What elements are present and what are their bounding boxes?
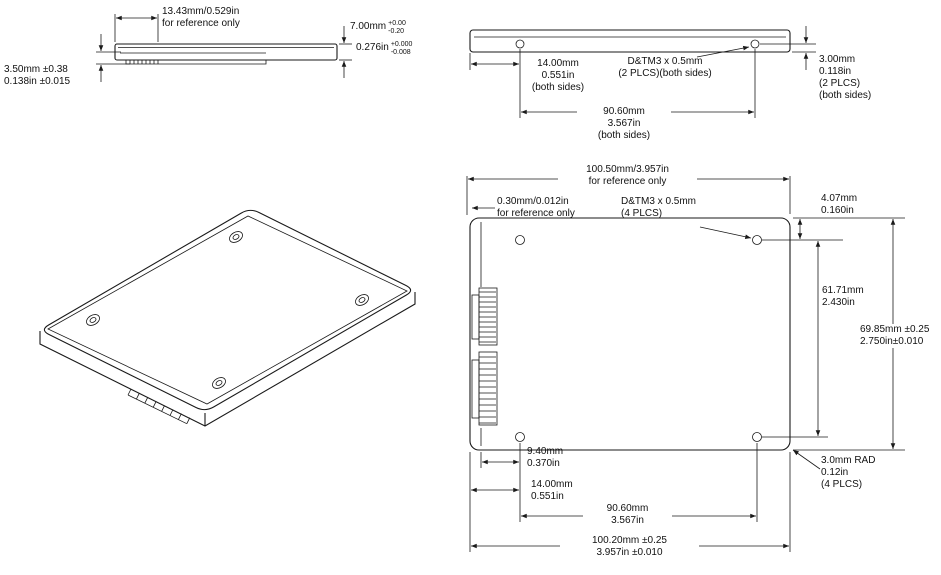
screw-hole	[750, 39, 760, 49]
plan-view-drawing	[466, 176, 905, 552]
dim-plan-hole-end-offset: 14.00mm 0.551in	[531, 479, 573, 502]
sata-connector-iso	[127, 388, 191, 425]
screw-head	[229, 231, 243, 243]
plan-thread-spec: D&TM3 x 0.5mm (4 PLCS)	[621, 196, 697, 219]
screw-hole	[515, 235, 525, 245]
dim-plan-hole-top-offset: 4.07mm 0.160in	[821, 193, 858, 216]
dim-height-mm: 7.00mm +0.00 -0.20	[350, 20, 406, 35]
dim-height-mm-value: 7.00mm	[350, 21, 387, 32]
dim-plan-hole-datum-offset: 9.40mm 0.370in	[527, 446, 564, 469]
side-view-drawing	[96, 14, 352, 82]
dim-edge-hole-end-offset: 14.00mm 0.551in (both sides)	[531, 58, 585, 93]
dim-pcb-assembly-height: 3.50mm ±0.38 0.138in ±0.015	[4, 64, 71, 87]
dim-plan-hole-span-vertical: 61.71mm 2.430in	[822, 285, 864, 308]
sata-connector-side	[125, 60, 267, 65]
dim-height-mm-tolerance: +0.00 -0.20	[388, 20, 406, 35]
dim-height-in: 0.276in +0.000 -0.008	[356, 41, 413, 56]
dim-plan-hole-span-horizontal: 90.60mm 3.567in	[583, 503, 672, 527]
iso-view-drawing	[39, 209, 416, 427]
tol-minus: -0.20	[388, 27, 405, 35]
dim-edge-hole-height: 3.00mm 0.118in (2 PLCS) (both sides)	[819, 54, 872, 101]
dim-height-in-value: 0.276in	[356, 42, 389, 53]
screw-head	[212, 377, 226, 389]
edge-thread-spec: D&TM3 x 0.5mm (2 PLCS)(both sides)	[618, 56, 712, 79]
screw-hole	[515, 432, 525, 442]
tol-plus: +0.000	[390, 41, 413, 48]
dim-height-in-tolerance: +0.000 -0.008	[391, 41, 413, 56]
tol-plus: +0.00	[388, 20, 406, 27]
dim-plan-body-width: 69.85mm ±0.25 2.750in±0.010	[858, 324, 932, 348]
dim-plan-lip-ref: 0.30mm/0.012in for reference only	[497, 196, 575, 219]
screw-head	[355, 294, 369, 306]
dim-edge-hole-span: 90.60mm 3.567in (both sides)	[577, 106, 671, 142]
screw-hole	[752, 235, 762, 245]
screw-head	[86, 314, 100, 326]
dim-connector-length-ref: 13.43mm/0.529in for reference only	[162, 6, 240, 29]
screw-hole	[515, 39, 525, 49]
dim-plan-length-ref: 100.50mm/3.957in for reference only	[558, 164, 697, 188]
dim-plan-corner-radius: 3.0mm RAD 0.12in (4 PLCS)	[821, 455, 876, 490]
sata-connector-plan	[471, 287, 498, 426]
dim-plan-body-length: 100.20mm ±0.25 3.957in ±0.010	[560, 535, 699, 559]
tol-minus: -0.008	[390, 48, 411, 56]
screw-hole	[752, 432, 762, 442]
